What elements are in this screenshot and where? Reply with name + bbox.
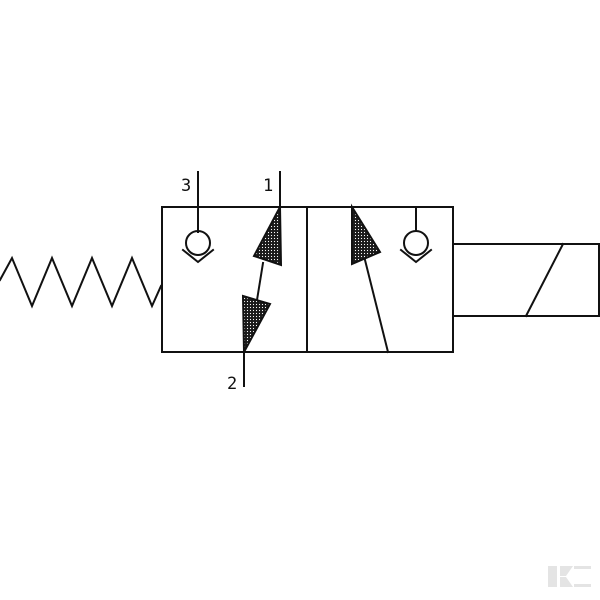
left-position-box: [161, 206, 308, 353]
check-valve-right: [399, 230, 433, 264]
right-position-box: [306, 206, 454, 353]
check-valve-left: [181, 230, 215, 264]
flow-arrow-lower: [241, 294, 272, 356]
flow-arrow-upper: [252, 206, 283, 267]
solenoid-actuator: [452, 242, 600, 318]
port-1-label: 1: [263, 176, 273, 196]
flow-arrow-right-box: [351, 203, 382, 266]
port-2-label: 2: [227, 374, 237, 394]
valve-body: [161, 206, 454, 353]
port-3-label: 3: [181, 176, 191, 196]
right-flow-path-line: [361, 250, 390, 354]
spring-symbol: [0, 255, 163, 309]
flow-path-line: [255, 261, 265, 302]
watermark-logo: [548, 566, 591, 587]
